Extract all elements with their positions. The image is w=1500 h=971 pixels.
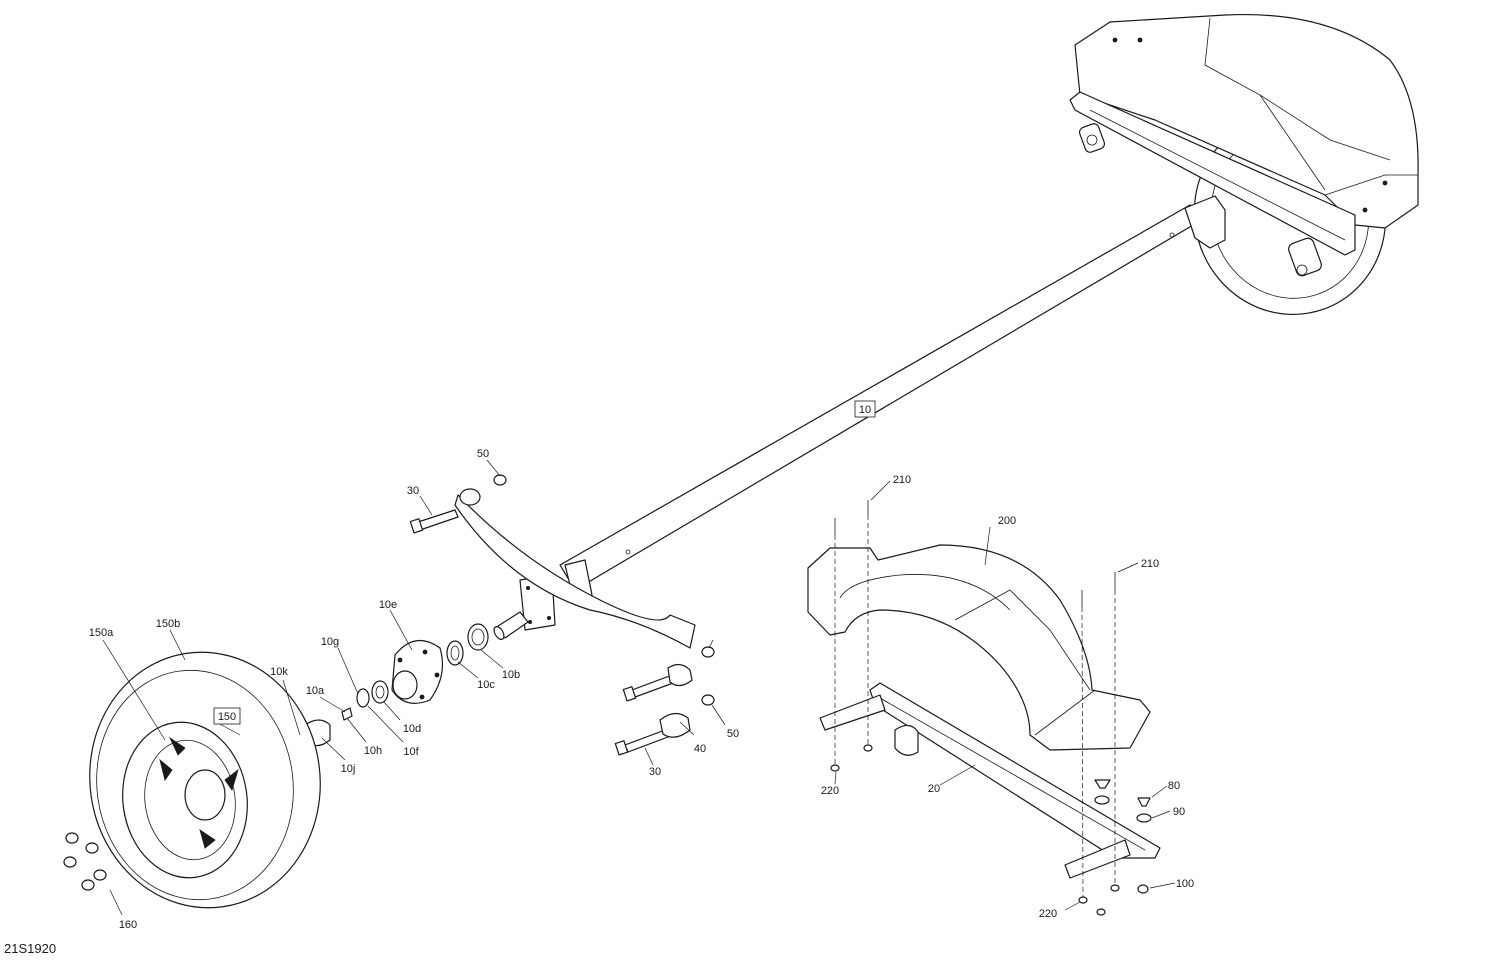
callout-210-right: 210 <box>1141 558 1159 570</box>
callout-labels: 10 50 30 10e 10g 10k 10a 10c 10b 10d 10f… <box>89 400 1194 931</box>
callout-100: 100 <box>1176 878 1194 890</box>
callout-220-left: 220 <box>821 785 839 797</box>
callout-50-bottom: 50 <box>727 728 739 740</box>
leaf-spring <box>454 488 696 649</box>
callout-10k: 10k <box>270 666 288 678</box>
callout-10g: 10g <box>321 636 339 648</box>
far-fender-assembly <box>1069 13 1419 316</box>
callout-30-bottom: 30 <box>649 766 661 778</box>
fender-bracket <box>819 682 1161 879</box>
hub-assembly <box>293 623 489 749</box>
callout-30-top: 30 <box>407 485 419 497</box>
callout-10f: 10f <box>403 746 419 758</box>
callout-90: 90 <box>1173 806 1185 818</box>
callout-80: 80 <box>1168 780 1180 792</box>
callout-10h: 10h <box>364 745 382 757</box>
callout-10b: 10b <box>502 669 520 681</box>
callout-210-left: 210 <box>893 474 911 486</box>
assembly-lines <box>834 515 1116 898</box>
callout-10d: 10d <box>403 723 421 735</box>
callout-220-right: 220 <box>1039 908 1057 920</box>
callout-10c: 10c <box>477 679 495 691</box>
callout-20: 20 <box>928 783 940 795</box>
axle-tube <box>493 195 1226 640</box>
fender-fasteners <box>830 500 1152 916</box>
near-fender <box>807 544 1151 751</box>
callout-150: 150 <box>218 711 236 723</box>
diagram-id-label: 21S1920 <box>4 941 57 956</box>
callout-10: 10 <box>859 404 871 416</box>
callout-10j: 10j <box>341 763 356 775</box>
leader-lines <box>102 459 1176 916</box>
spring-bolts-and-nuts <box>409 474 715 756</box>
callout-200: 200 <box>998 515 1016 527</box>
callout-160: 160 <box>119 919 137 931</box>
near-wheel <box>89 651 321 909</box>
callout-150a: 150a <box>89 627 114 639</box>
callout-10a: 10a <box>306 685 325 697</box>
wheel-nuts <box>63 832 107 891</box>
callout-40: 40 <box>694 743 706 755</box>
callout-50-top: 50 <box>477 448 489 460</box>
callout-10e: 10e <box>379 599 397 611</box>
callout-150b: 150b <box>156 618 180 630</box>
